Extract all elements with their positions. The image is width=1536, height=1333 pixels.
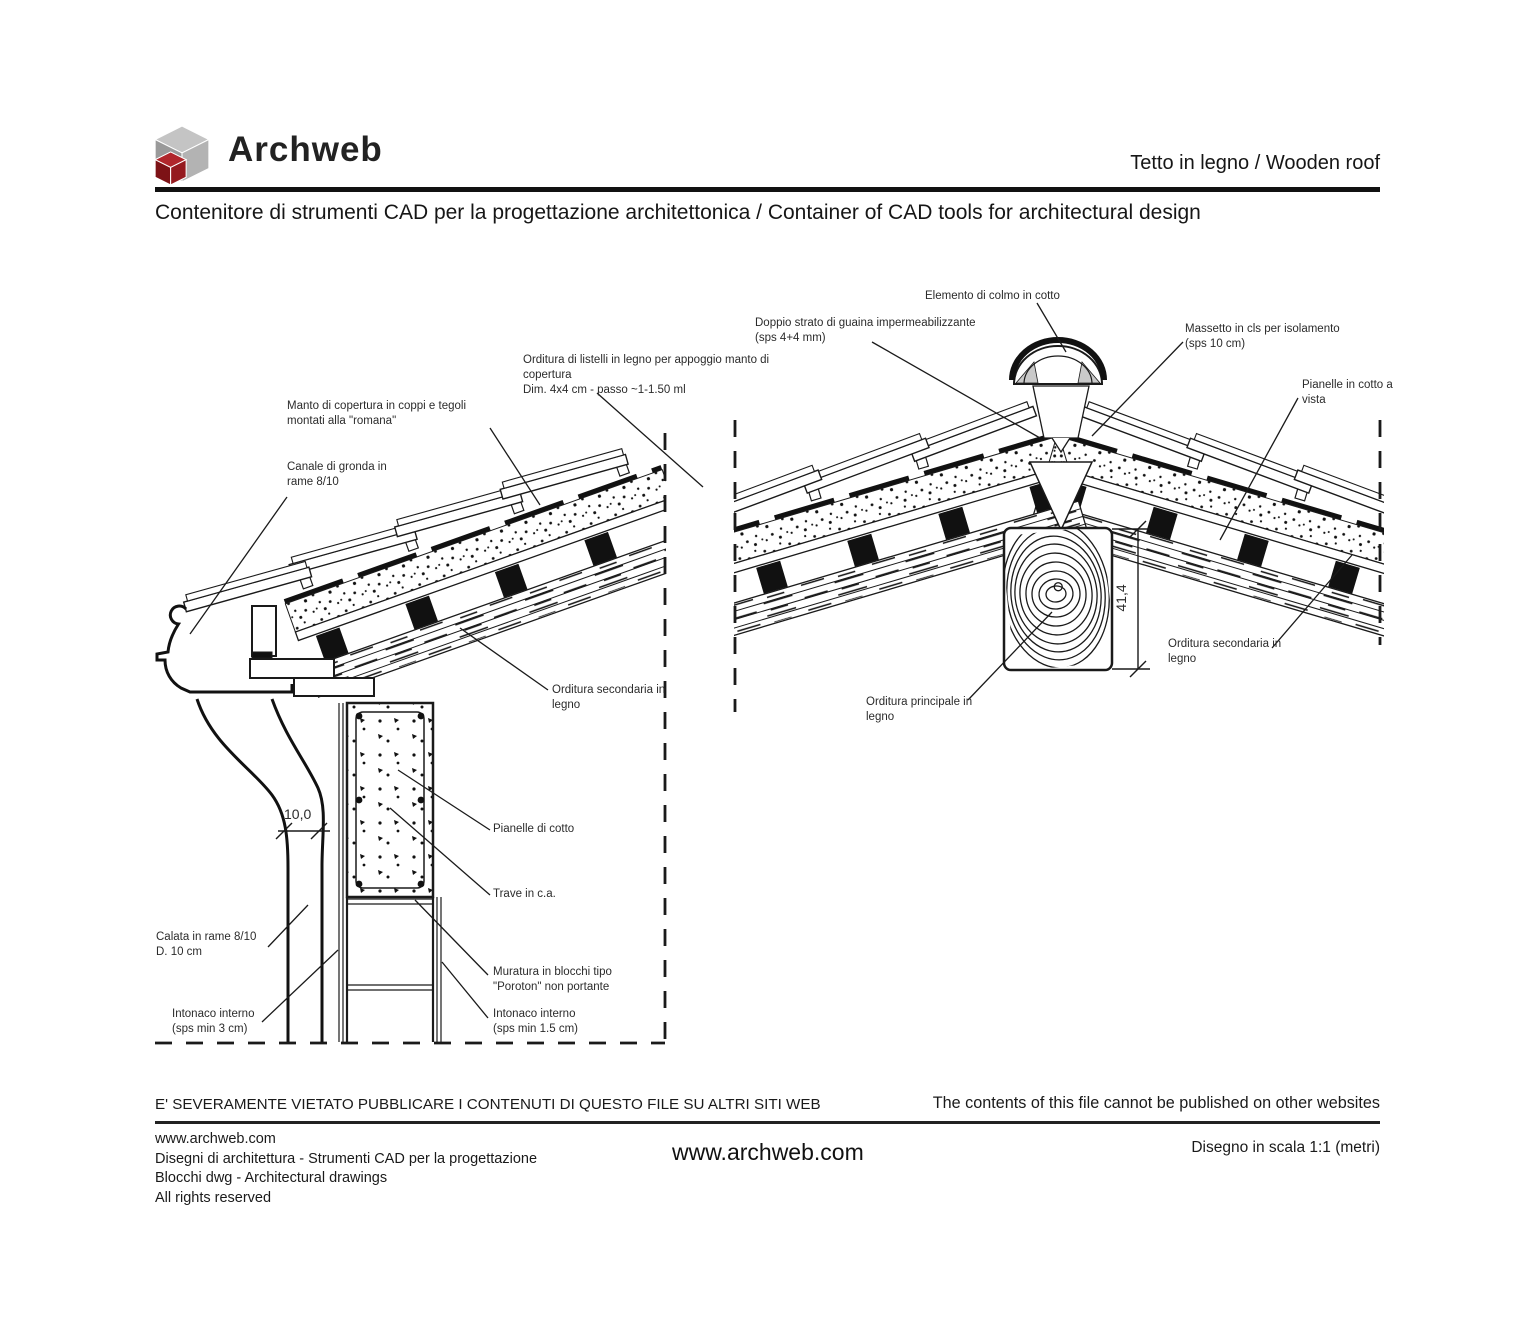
header-rule xyxy=(155,187,1380,192)
footer-site-link: www.archweb.com xyxy=(155,1131,276,1147)
concrete-beam xyxy=(345,701,435,899)
footer-info-line: All rights reserved xyxy=(155,1189,272,1206)
leader-lines xyxy=(189,302,1353,1023)
label-orditura-secondaria-left: Orditura secondaria in legno xyxy=(552,684,666,711)
label-massetto: Massetto in cls per isolamento (sps 10 c… xyxy=(1185,323,1340,350)
cut-boundary-dashed-left xyxy=(155,433,667,1045)
eaves-detail-drawing xyxy=(155,430,667,1045)
sheet-subtitle: Contenitore di strumenti CAD per la prog… xyxy=(155,201,1201,224)
footer-rule xyxy=(155,1121,1380,1124)
footer-site-center: www.archweb.com xyxy=(672,1139,864,1165)
label-calata: Calata in rame 8/10 D. 10 cm xyxy=(156,931,257,958)
footer-info-line: Disegni di architettura - Strumenti CAD … xyxy=(155,1150,538,1167)
ridge-detail-drawing xyxy=(733,337,1453,712)
label-muratura: Muratura in blocchi tipo "Poroton" non p… xyxy=(493,966,612,993)
label-manto: Manto di copertura in coppi e tegoli mon… xyxy=(287,400,466,427)
label-guaina: Doppio strato di guaina impermeabilizzan… xyxy=(755,317,976,344)
dimension-text-beam: 41,4 xyxy=(1113,584,1129,612)
label-intonaco-3: Intonaco interno (sps min 3 cm) xyxy=(172,1008,255,1035)
sheet-topic: Tetto in legno / Wooden roof xyxy=(1130,152,1380,174)
ridge-gap-wedge xyxy=(1028,461,1094,532)
scale-note: Disegno in scala 1:1 (metri) xyxy=(1191,1139,1380,1156)
eave-boards xyxy=(249,605,375,697)
footer-info-block: www.archweb.com Disegni di architettura … xyxy=(155,1130,537,1208)
cut-boundary-dashed-right xyxy=(733,420,1382,712)
label-colmo: Elemento di colmo in cotto xyxy=(925,290,1060,302)
label-orditura-principale: Orditura principale in legno xyxy=(866,696,973,723)
downpipe xyxy=(195,698,325,1042)
brand-title: Archweb xyxy=(228,130,383,169)
dimension-gutter-width xyxy=(275,822,330,840)
dimension-beam-height xyxy=(1112,520,1150,678)
label-canale: Canale di gronda in rame 8/10 xyxy=(287,461,387,488)
ridge-notch xyxy=(1051,437,1071,454)
label-intonaco-15: Intonaco interno (sps min 1.5 cm) xyxy=(493,1008,578,1035)
ridge-throat xyxy=(1032,385,1090,439)
copyright-notice-it: E' SEVERAMENTE VIETATO PUBBLICARE I CONT… xyxy=(155,1096,821,1113)
ridge-beam xyxy=(1002,525,1114,672)
ridge-tile xyxy=(1009,337,1107,385)
label-listelli: Orditura di listelli in legno per appogg… xyxy=(523,354,770,396)
label-pianelle-vista: Pianelle in cotto a vista xyxy=(1302,379,1393,406)
footer-info-line: Blocchi dwg - Architectural drawings xyxy=(155,1170,388,1186)
gutter-profile xyxy=(155,604,294,694)
label-pianelle-cotto: Pianelle di cotto xyxy=(493,823,575,835)
masonry-wall xyxy=(338,703,442,1042)
label-trave: Trave in c.a. xyxy=(493,888,556,900)
label-orditura-secondaria-right: Orditura secondaria in legno xyxy=(1168,638,1282,665)
dimension-text-gutter: 10,0 xyxy=(284,806,312,822)
archweb-logo-icon xyxy=(153,125,211,186)
copyright-notice-en: The contents of this file cannot be publ… xyxy=(932,1094,1380,1112)
